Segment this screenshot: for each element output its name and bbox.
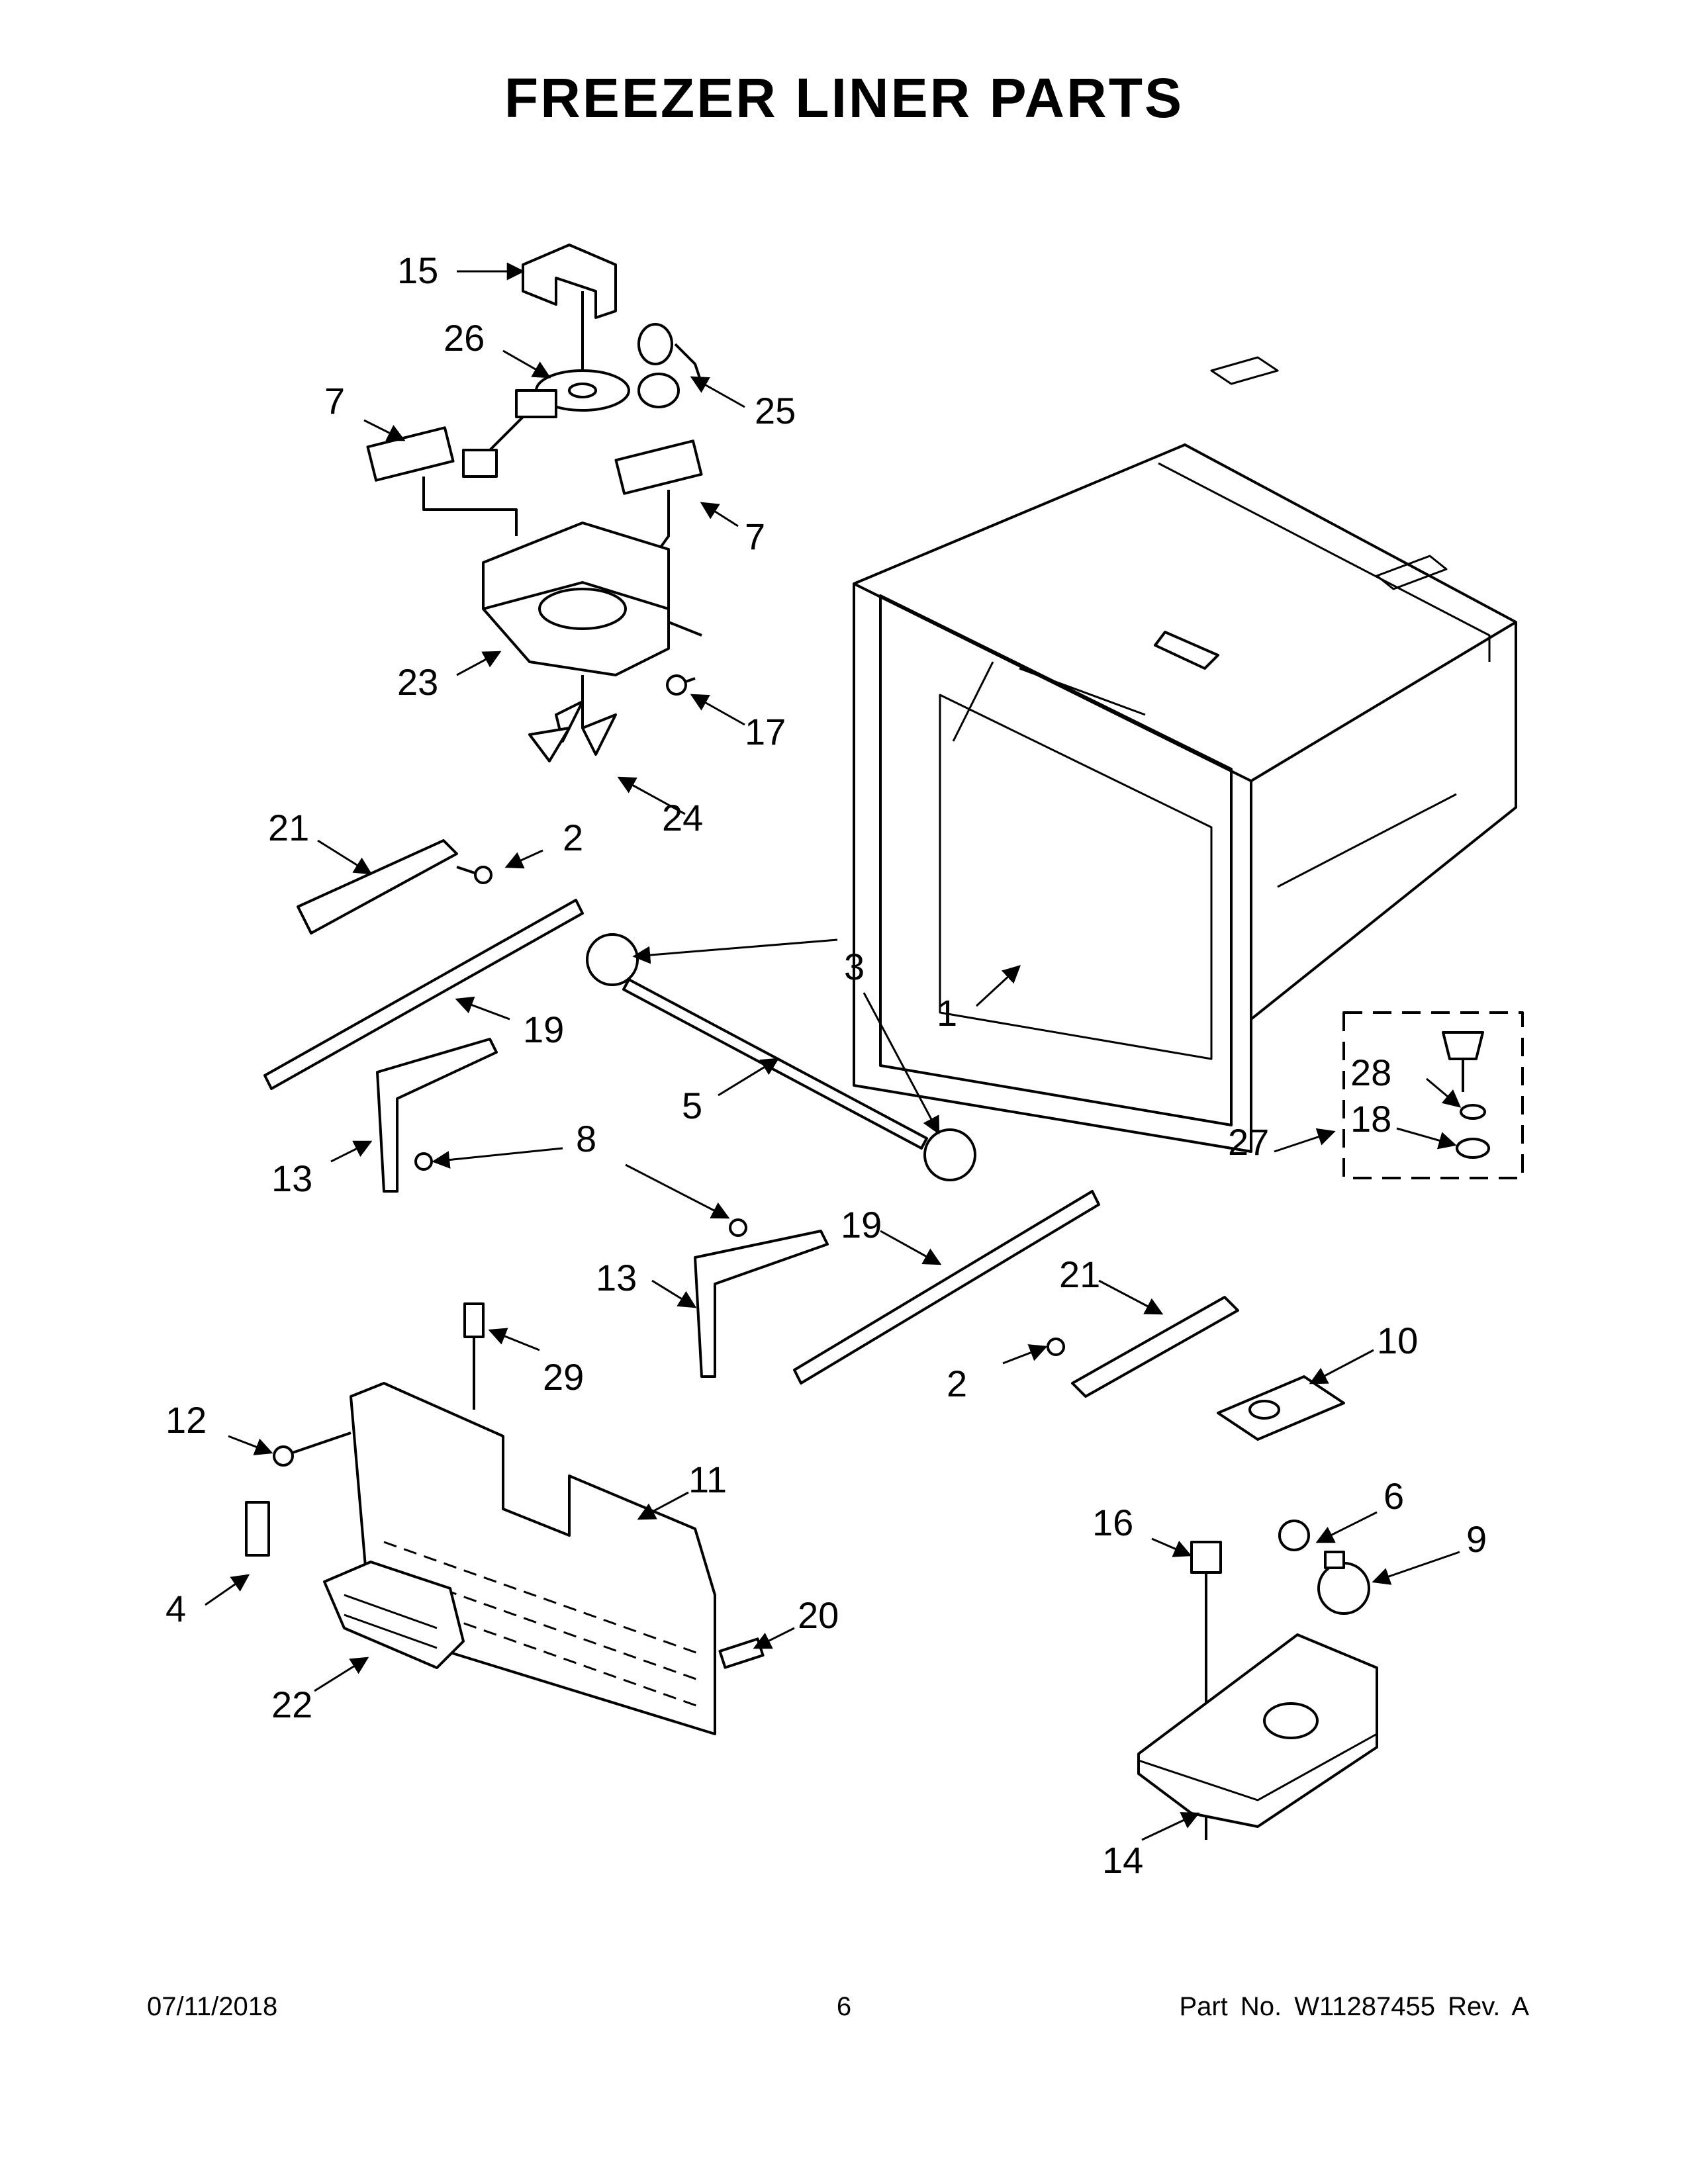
part-10-label bbox=[1217, 1375, 1345, 1441]
callout-7: 7 bbox=[745, 516, 765, 557]
callout-17: 17 bbox=[745, 711, 786, 752]
part-13-bracket-left bbox=[376, 1038, 498, 1193]
part-22-grille bbox=[323, 1561, 465, 1669]
callout-21: 21 bbox=[1059, 1253, 1100, 1295]
part-29-probe bbox=[463, 1302, 485, 1410]
callout-11: 11 bbox=[688, 1459, 727, 1500]
part-25-sensor bbox=[637, 323, 703, 408]
part-20-strip bbox=[718, 1637, 765, 1669]
part-23-fan-housing bbox=[482, 522, 702, 676]
callout-14: 14 bbox=[1102, 1839, 1143, 1881]
part-7-pad-left bbox=[366, 426, 455, 482]
callout-13: 13 bbox=[596, 1257, 637, 1298]
callout-24: 24 bbox=[662, 797, 703, 839]
callout-28: 28 bbox=[1350, 1052, 1391, 1093]
part-13-bracket-right bbox=[694, 1230, 829, 1378]
callout-2: 2 bbox=[947, 1363, 967, 1404]
callout-29: 29 bbox=[543, 1356, 584, 1398]
part-19-rail-upper bbox=[263, 899, 584, 1090]
callout-26: 26 bbox=[444, 317, 485, 359]
callout-21: 21 bbox=[268, 807, 309, 848]
part-4-clip bbox=[245, 1501, 270, 1557]
callout-25: 25 bbox=[755, 390, 796, 432]
part-21-bracket-upper bbox=[297, 839, 458, 934]
part-6-socket bbox=[1278, 1520, 1310, 1551]
callout-19: 19 bbox=[523, 1009, 564, 1050]
part-3-gear-upper bbox=[586, 933, 639, 986]
callout-7: 7 bbox=[324, 380, 345, 422]
callout-13: 13 bbox=[271, 1158, 312, 1199]
callout-3: 3 bbox=[844, 946, 865, 987]
callout-22: 22 bbox=[271, 1684, 312, 1725]
part-19-rail-lower bbox=[793, 1190, 1100, 1385]
part-18-washer bbox=[1456, 1138, 1490, 1159]
callout-12: 12 bbox=[165, 1399, 207, 1441]
part-8-screw bbox=[414, 1152, 747, 1237]
part-26-fan-motor bbox=[462, 369, 630, 478]
callout-10: 10 bbox=[1377, 1320, 1418, 1361]
callout-5: 5 bbox=[682, 1085, 702, 1126]
part-28-fitting bbox=[1442, 1031, 1486, 1120]
callout-1: 1 bbox=[937, 992, 957, 1034]
part-16-switch bbox=[1190, 1541, 1222, 1574]
callout-27: 27 bbox=[1228, 1121, 1269, 1163]
callout-23: 23 bbox=[397, 661, 438, 703]
part-2-screw-upper bbox=[456, 866, 492, 884]
part-2-screw-lower bbox=[1047, 1338, 1065, 1356]
callout-16: 16 bbox=[1092, 1502, 1133, 1543]
part-11-panel bbox=[350, 1382, 716, 1735]
footer-part-number: Part No. W11287455 Rev. A bbox=[1179, 1992, 1529, 2021]
part-17-screw bbox=[666, 674, 696, 696]
part-14-light-housing bbox=[1137, 1633, 1378, 1828]
part-12-screw bbox=[273, 1432, 352, 1467]
callout-18: 18 bbox=[1350, 1098, 1391, 1140]
callout-19: 19 bbox=[841, 1204, 882, 1246]
callout-4: 4 bbox=[165, 1588, 186, 1629]
part-3-gear-lower bbox=[923, 1128, 976, 1181]
callout-8: 8 bbox=[576, 1118, 596, 1160]
callout-20: 20 bbox=[798, 1594, 839, 1636]
callout-9: 9 bbox=[1466, 1518, 1487, 1560]
part-21-bracket-lower bbox=[1071, 1296, 1239, 1398]
part-7-pad-right bbox=[614, 439, 703, 495]
part-24-fan-blade bbox=[528, 675, 617, 762]
page-title: FREEZER LINER PARTS bbox=[504, 67, 1184, 129]
footer-page-number: 6 bbox=[836, 1992, 852, 2021]
callout-2: 2 bbox=[563, 817, 583, 858]
callout-15: 15 bbox=[397, 250, 438, 291]
callout-6: 6 bbox=[1383, 1475, 1404, 1517]
footer-date: 07/11/2018 bbox=[147, 1992, 278, 2021]
part-27-kit-box bbox=[1342, 1011, 1524, 1179]
part-15-bracket bbox=[522, 244, 617, 319]
part-9-bulb bbox=[1317, 1551, 1370, 1615]
